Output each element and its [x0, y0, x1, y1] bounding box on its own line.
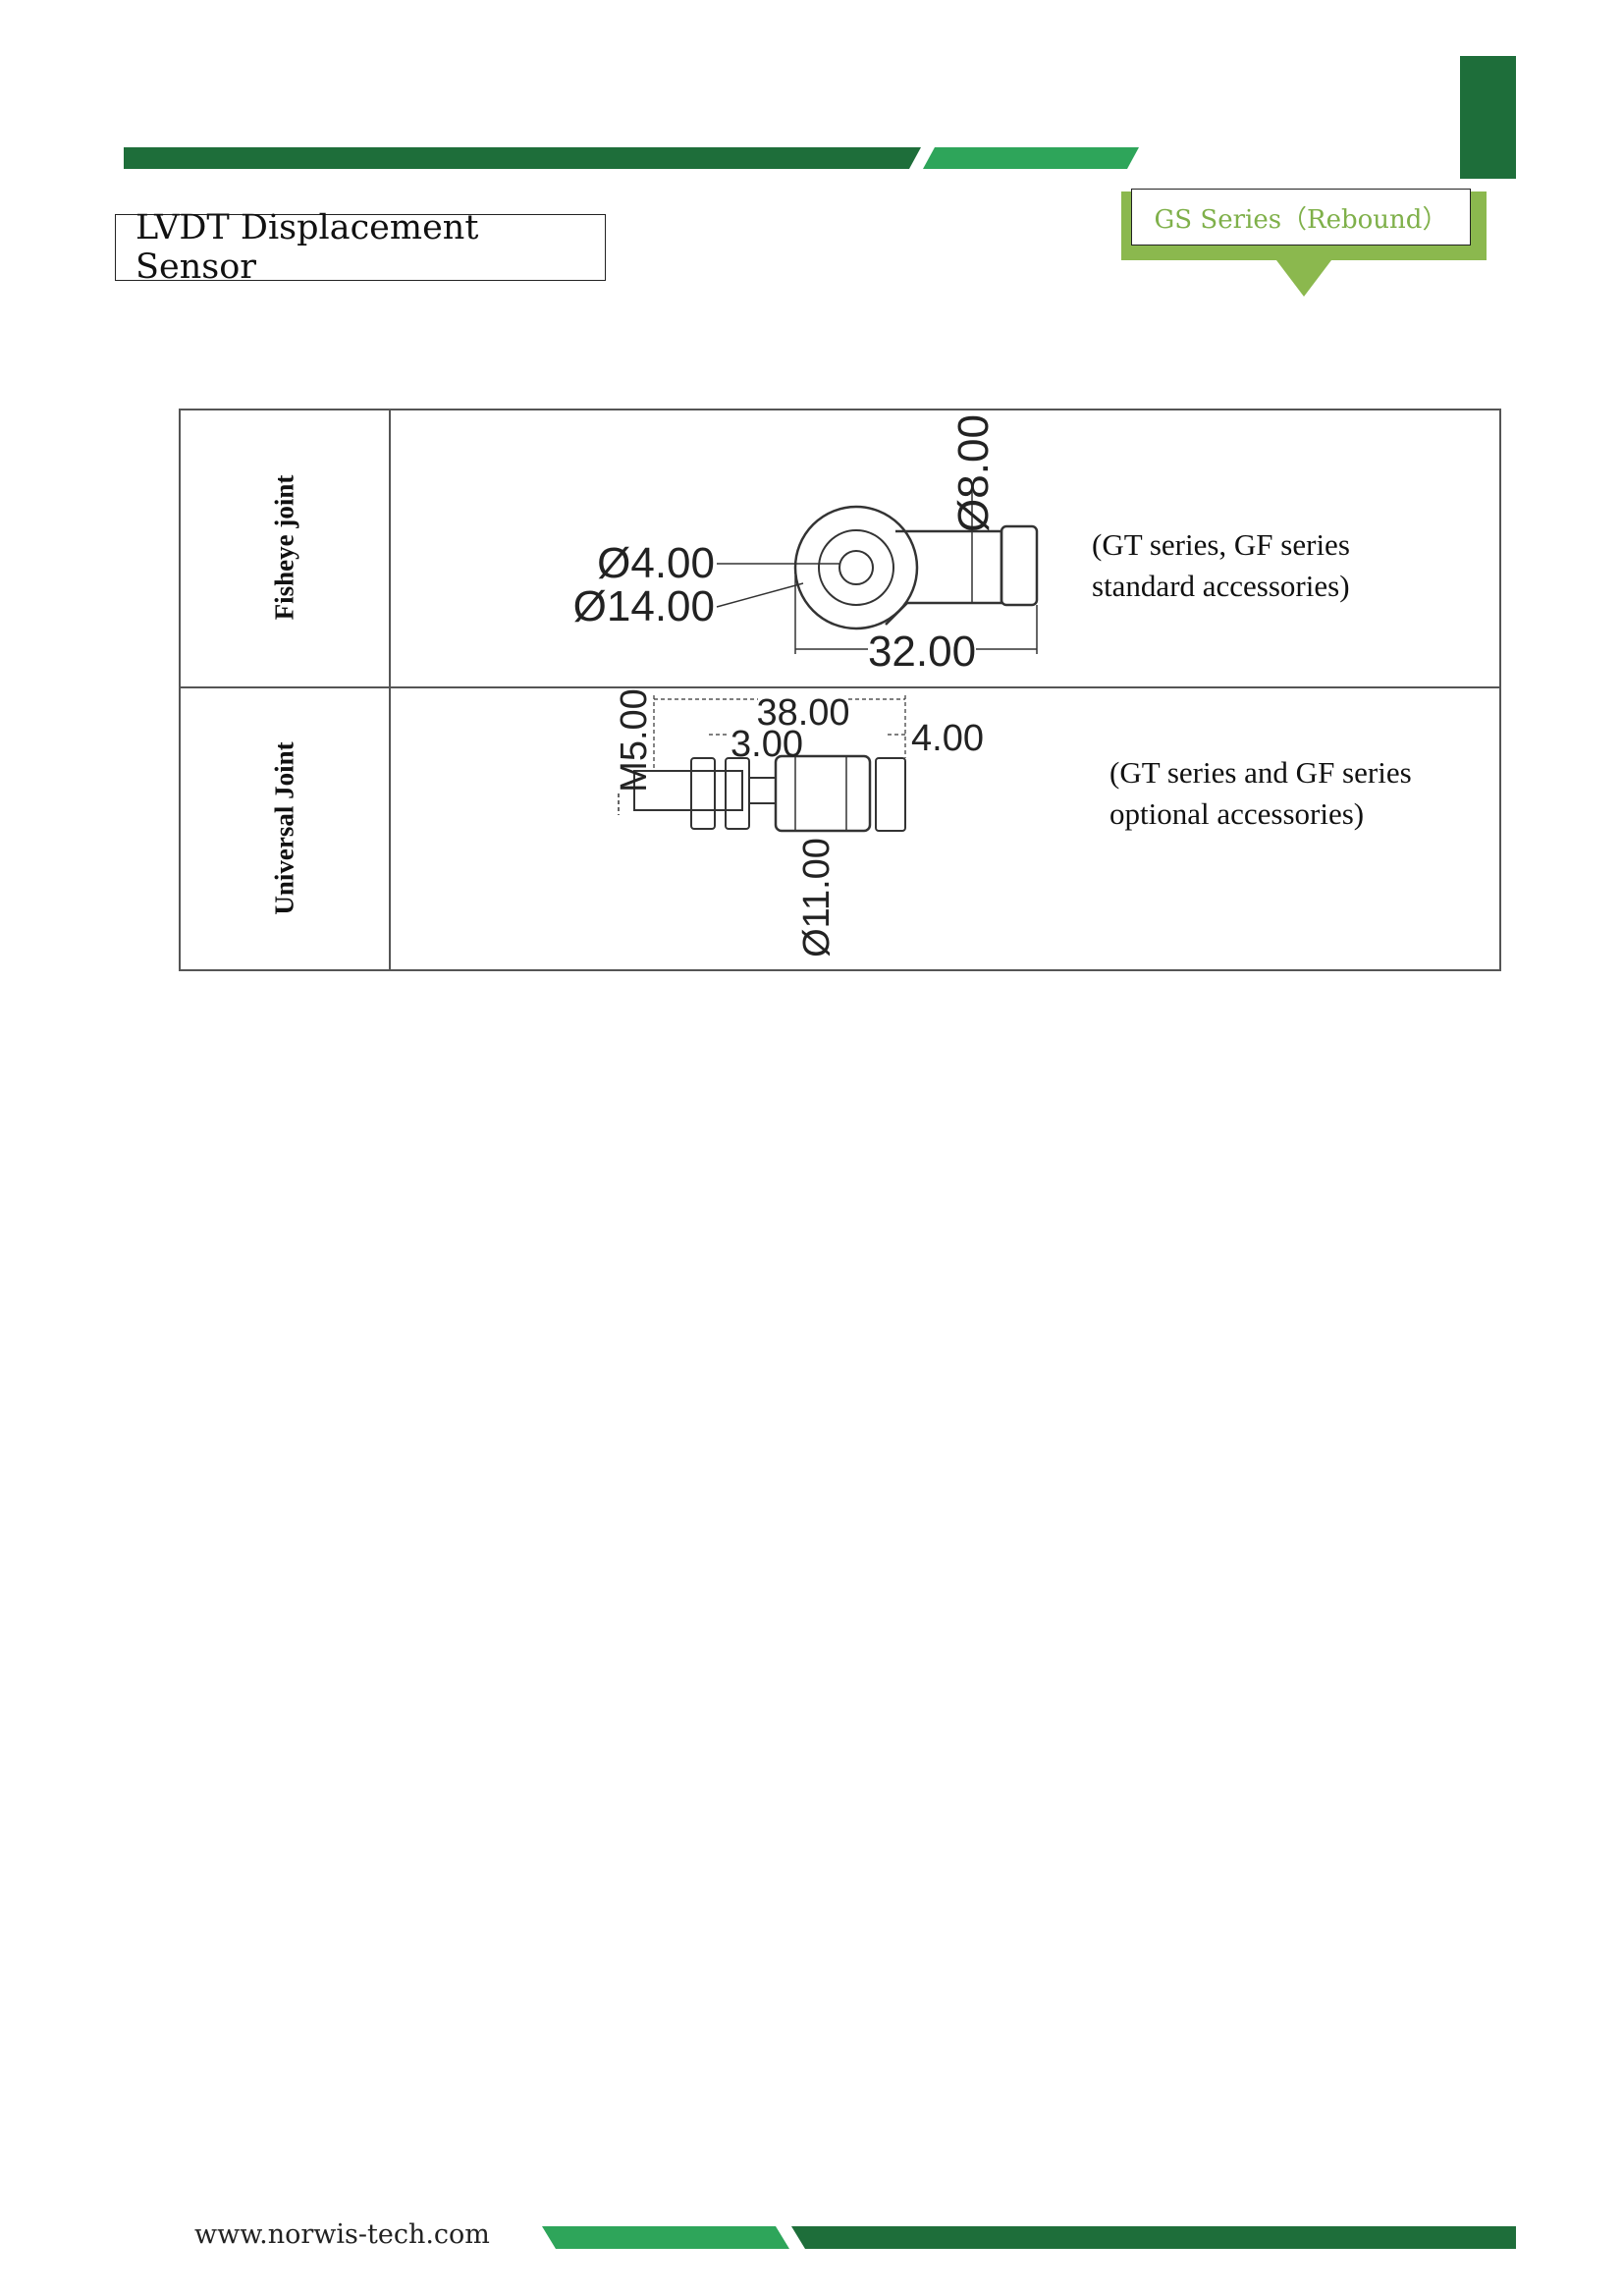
fisheye-shank [885, 529, 1003, 626]
dim-inner-dia: Ø4.00 [597, 539, 715, 587]
fisheye-joint-drawing: Ø4.00 Ø14.00 32.00 Ø8.00 [573, 414, 1039, 676]
fisheye-note-line1: (GT series, GF series [1092, 527, 1350, 562]
universal-note: (GT series and GF series optional access… [1109, 752, 1465, 835]
fisheye-note-line2: standard accessories) [1092, 569, 1350, 603]
page-title: LVDT Displacement Sensor [115, 208, 606, 287]
uj-end-block [875, 757, 906, 832]
uj-nut-1 [690, 757, 716, 830]
footer-bar-dark [791, 2226, 1516, 2249]
dim-length: 32.00 [868, 628, 976, 676]
dim-line-outer [716, 582, 804, 608]
uj-dim-gap-label: 3.00 [730, 724, 803, 765]
footer-bar-light [542, 2226, 789, 2249]
fisheye-outer-ring [793, 505, 919, 630]
uj-body [774, 754, 872, 833]
row-label-fisheye: Fisheye joint [269, 474, 299, 621]
uj-dim-total: 38.00 [756, 692, 849, 734]
uj-dim-end-label: 4.00 [911, 718, 984, 759]
universal-joint-drawing: 38.00 3.00 4.00 M5.00 Ø11.00 [614, 688, 984, 957]
table-grid [179, 409, 1501, 971]
uj-nut-2 [725, 757, 750, 830]
footer-url[interactable]: www.norwis-tech.com [194, 2219, 490, 2250]
universal-note-line1: (GT series and GF series [1109, 755, 1412, 790]
series-tag: GS Series（Rebound） [1131, 189, 1471, 246]
universal-note-line2: optional accessories) [1109, 796, 1365, 831]
dim-shank-dia: Ø8.00 [949, 414, 998, 532]
fisheye-inner-hole [839, 550, 874, 585]
header-bar-dark [124, 147, 921, 169]
dim-outer-dia: Ø14.00 [573, 582, 715, 630]
header-tab-dark [1460, 56, 1516, 179]
uj-dim-body-dia: Ø11.00 [796, 838, 838, 957]
uj-thread-rod [633, 770, 743, 811]
header-bar-light [923, 147, 1139, 169]
fisheye-mid-ring [818, 529, 894, 606]
accessories-table: Fisheye joint Ø4.00 Ø14.00 32.00 Ø8.00 [179, 409, 1502, 973]
row-label-universal: Universal Joint [269, 741, 299, 915]
uj-dim-thread-label: M5.00 [614, 688, 655, 793]
footer-decoration [542, 2226, 1516, 2249]
fisheye-end-cap [1000, 524, 1039, 607]
series-tag-arrow [1276, 260, 1331, 297]
fisheye-note: (GT series, GF series standard accessori… [1092, 524, 1445, 607]
